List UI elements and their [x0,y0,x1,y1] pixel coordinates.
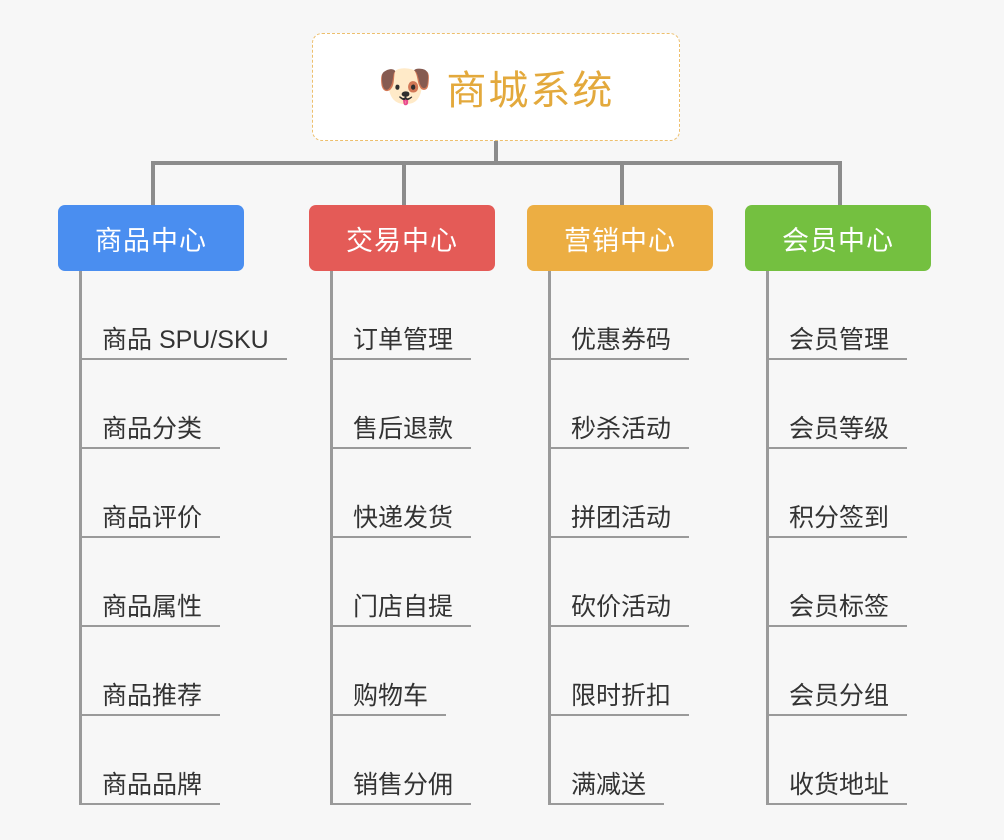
leaf-item[interactable]: 商品属性 [58,538,287,627]
leaf-list-trade-center: 订单管理 售后退款 快递发货 门店自提 购物车 销售分佣 [309,271,495,805]
connector-drop-marketing-center [620,161,624,205]
leaf-spine [548,271,551,805]
branch-trade-center: 交易中心 订单管理 售后退款 快递发货 门店自提 购物车 销售分佣 [309,205,495,805]
leaf-item-label: 优惠券码 [548,326,690,360]
leaf-list-marketing-center: 优惠券码 秒杀活动 拼团活动 砍价活动 限时折扣 满减送 [527,271,713,805]
connector-horizontal-bus [151,161,842,165]
leaf-item[interactable]: 会员标签 [745,538,931,627]
branch-marketing-center: 营销中心 优惠券码 秒杀活动 拼团活动 砍价活动 限时折扣 满减送 [527,205,713,805]
leaf-item[interactable]: 砍价活动 [527,538,713,627]
connector-drop-product-center [151,161,155,205]
leaf-item-label: 收货地址 [766,771,908,805]
leaf-item[interactable]: 商品品牌 [58,716,287,805]
leaf-item-label: 门店自提 [330,593,472,627]
branch-header-label: 营销中心 [564,225,676,256]
leaf-item-label: 会员管理 [766,326,908,360]
leaf-item-label: 砍价活动 [548,593,690,627]
leaf-item-label: 商品评价 [79,504,221,538]
branch-member-center: 会员中心 会员管理 会员等级 积分签到 会员标签 会员分组 收货地址 [745,205,931,805]
leaf-item-label: 商品属性 [79,593,221,627]
leaf-item[interactable]: 会员分组 [745,627,931,716]
branch-header-label: 商品中心 [95,225,207,256]
connector-drop-member-center [838,161,842,205]
leaf-item-label: 满减送 [548,771,665,805]
leaf-item-label: 购物车 [330,682,447,716]
leaf-item[interactable]: 收货地址 [745,716,931,805]
branch-product-center: 商品中心 商品 SPU/SKU 商品分类 商品评价 商品属性 商品推荐 商品品牌 [58,205,287,805]
leaf-item-label: 会员等级 [766,415,908,449]
leaf-item[interactable]: 售后退款 [309,360,495,449]
branch-header-label: 会员中心 [782,225,894,256]
leaf-item[interactable]: 会员管理 [745,271,931,360]
leaf-item-label: 商品推荐 [79,682,221,716]
shiba-dog-icon: 🐶 [377,62,433,111]
leaf-list-product-center: 商品 SPU/SKU 商品分类 商品评价 商品属性 商品推荐 商品品牌 [58,271,287,805]
branch-header-trade-center[interactable]: 交易中心 [309,205,495,271]
branch-header-label: 交易中心 [346,225,458,256]
root-node-label: 商城系统 [446,69,615,113]
branch-header-member-center[interactable]: 会员中心 [745,205,931,271]
leaf-item-label: 秒杀活动 [548,415,690,449]
leaf-spine [79,271,82,805]
branch-header-marketing-center[interactable]: 营销中心 [527,205,713,271]
leaf-item[interactable]: 优惠券码 [527,271,713,360]
leaf-item[interactable]: 门店自提 [309,538,495,627]
leaf-item-label: 订单管理 [330,326,472,360]
leaf-list-member-center: 会员管理 会员等级 积分签到 会员标签 会员分组 收货地址 [745,271,931,805]
leaf-item-label: 商品 SPU/SKU [79,326,287,360]
leaf-item[interactable]: 拼团活动 [527,449,713,538]
leaf-item-label: 售后退款 [330,415,472,449]
connector-root-stem [494,141,498,164]
leaf-item-label: 销售分佣 [330,771,472,805]
leaf-item[interactable]: 快递发货 [309,449,495,538]
leaf-item[interactable]: 积分签到 [745,449,931,538]
connector-drop-trade-center [402,161,406,205]
leaf-spine [766,271,769,805]
leaf-item-label: 会员分组 [766,682,908,716]
branch-header-product-center[interactable]: 商品中心 [58,205,244,271]
leaf-item[interactable]: 商品推荐 [58,627,287,716]
leaf-item[interactable]: 订单管理 [309,271,495,360]
leaf-item-label: 商品分类 [79,415,221,449]
root-node-mall-system[interactable]: 🐶 商城系统 [312,33,680,141]
leaf-item[interactable]: 购物车 [309,627,495,716]
leaf-item-label: 拼团活动 [548,504,690,538]
leaf-spine [330,271,333,805]
leaf-item[interactable]: 商品评价 [58,449,287,538]
leaf-item-label: 积分签到 [766,504,908,538]
leaf-item-label: 商品品牌 [79,771,221,805]
leaf-item[interactable]: 商品 SPU/SKU [58,271,287,360]
leaf-item[interactable]: 商品分类 [58,360,287,449]
leaf-item[interactable]: 限时折扣 [527,627,713,716]
leaf-item-label: 快递发货 [330,504,472,538]
leaf-item[interactable]: 会员等级 [745,360,931,449]
leaf-item-label: 限时折扣 [548,682,690,716]
leaf-item[interactable]: 秒杀活动 [527,360,713,449]
leaf-item[interactable]: 销售分佣 [309,716,495,805]
leaf-item-label: 会员标签 [766,593,908,627]
leaf-item[interactable]: 满减送 [527,716,713,805]
